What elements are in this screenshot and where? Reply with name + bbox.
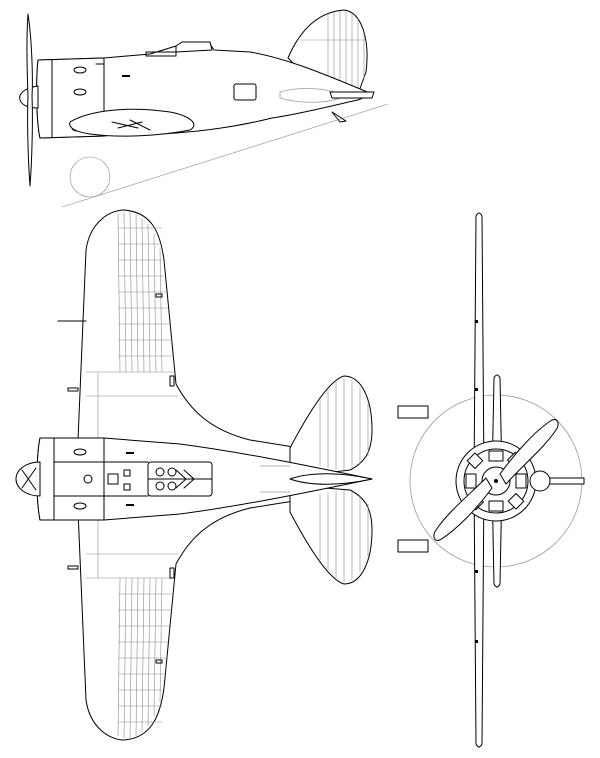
front-propeller-blade-upper [499, 419, 559, 485]
front-side-hub [529, 470, 551, 492]
front-hub-center [494, 479, 498, 483]
side-view [19, 9, 389, 208]
side-panel [233, 83, 257, 101]
side-marking [122, 75, 130, 77]
side-wing-root [69, 108, 195, 137]
top-tail-ribs [319, 378, 369, 582]
front-wing-marks [475, 320, 478, 643]
side-windscreen [175, 41, 213, 53]
top-rudder [289, 473, 373, 485]
front-cowl-inner [463, 448, 529, 514]
side-ground-line [61, 103, 389, 208]
front-gear-legs [397, 405, 429, 553]
side-rudder-ribs [300, 11, 366, 93]
side-horizontal-tail [329, 91, 375, 99]
top-cowl-details [53, 448, 105, 510]
front-propeller-blade-lower [433, 477, 493, 541]
top-upper-wing-ribs [86, 211, 178, 440]
top-cowling [36, 437, 105, 521]
front-view [397, 212, 585, 748]
top-marks [126, 452, 134, 506]
top-view [15, 209, 373, 741]
side-gun-barrel [145, 51, 177, 57]
side-tail-skid [331, 111, 347, 123]
top-wing-details [67, 293, 175, 664]
top-spinner-details [21, 467, 37, 491]
top-lower-wing-ribs [86, 510, 178, 739]
side-propeller [26, 13, 33, 187]
top-cockpit-details [147, 467, 213, 491]
top-fuselage-panels [103, 461, 149, 497]
side-gear-struts [111, 119, 151, 131]
side-wheel [69, 156, 111, 198]
top-tail-fairing [260, 465, 290, 493]
